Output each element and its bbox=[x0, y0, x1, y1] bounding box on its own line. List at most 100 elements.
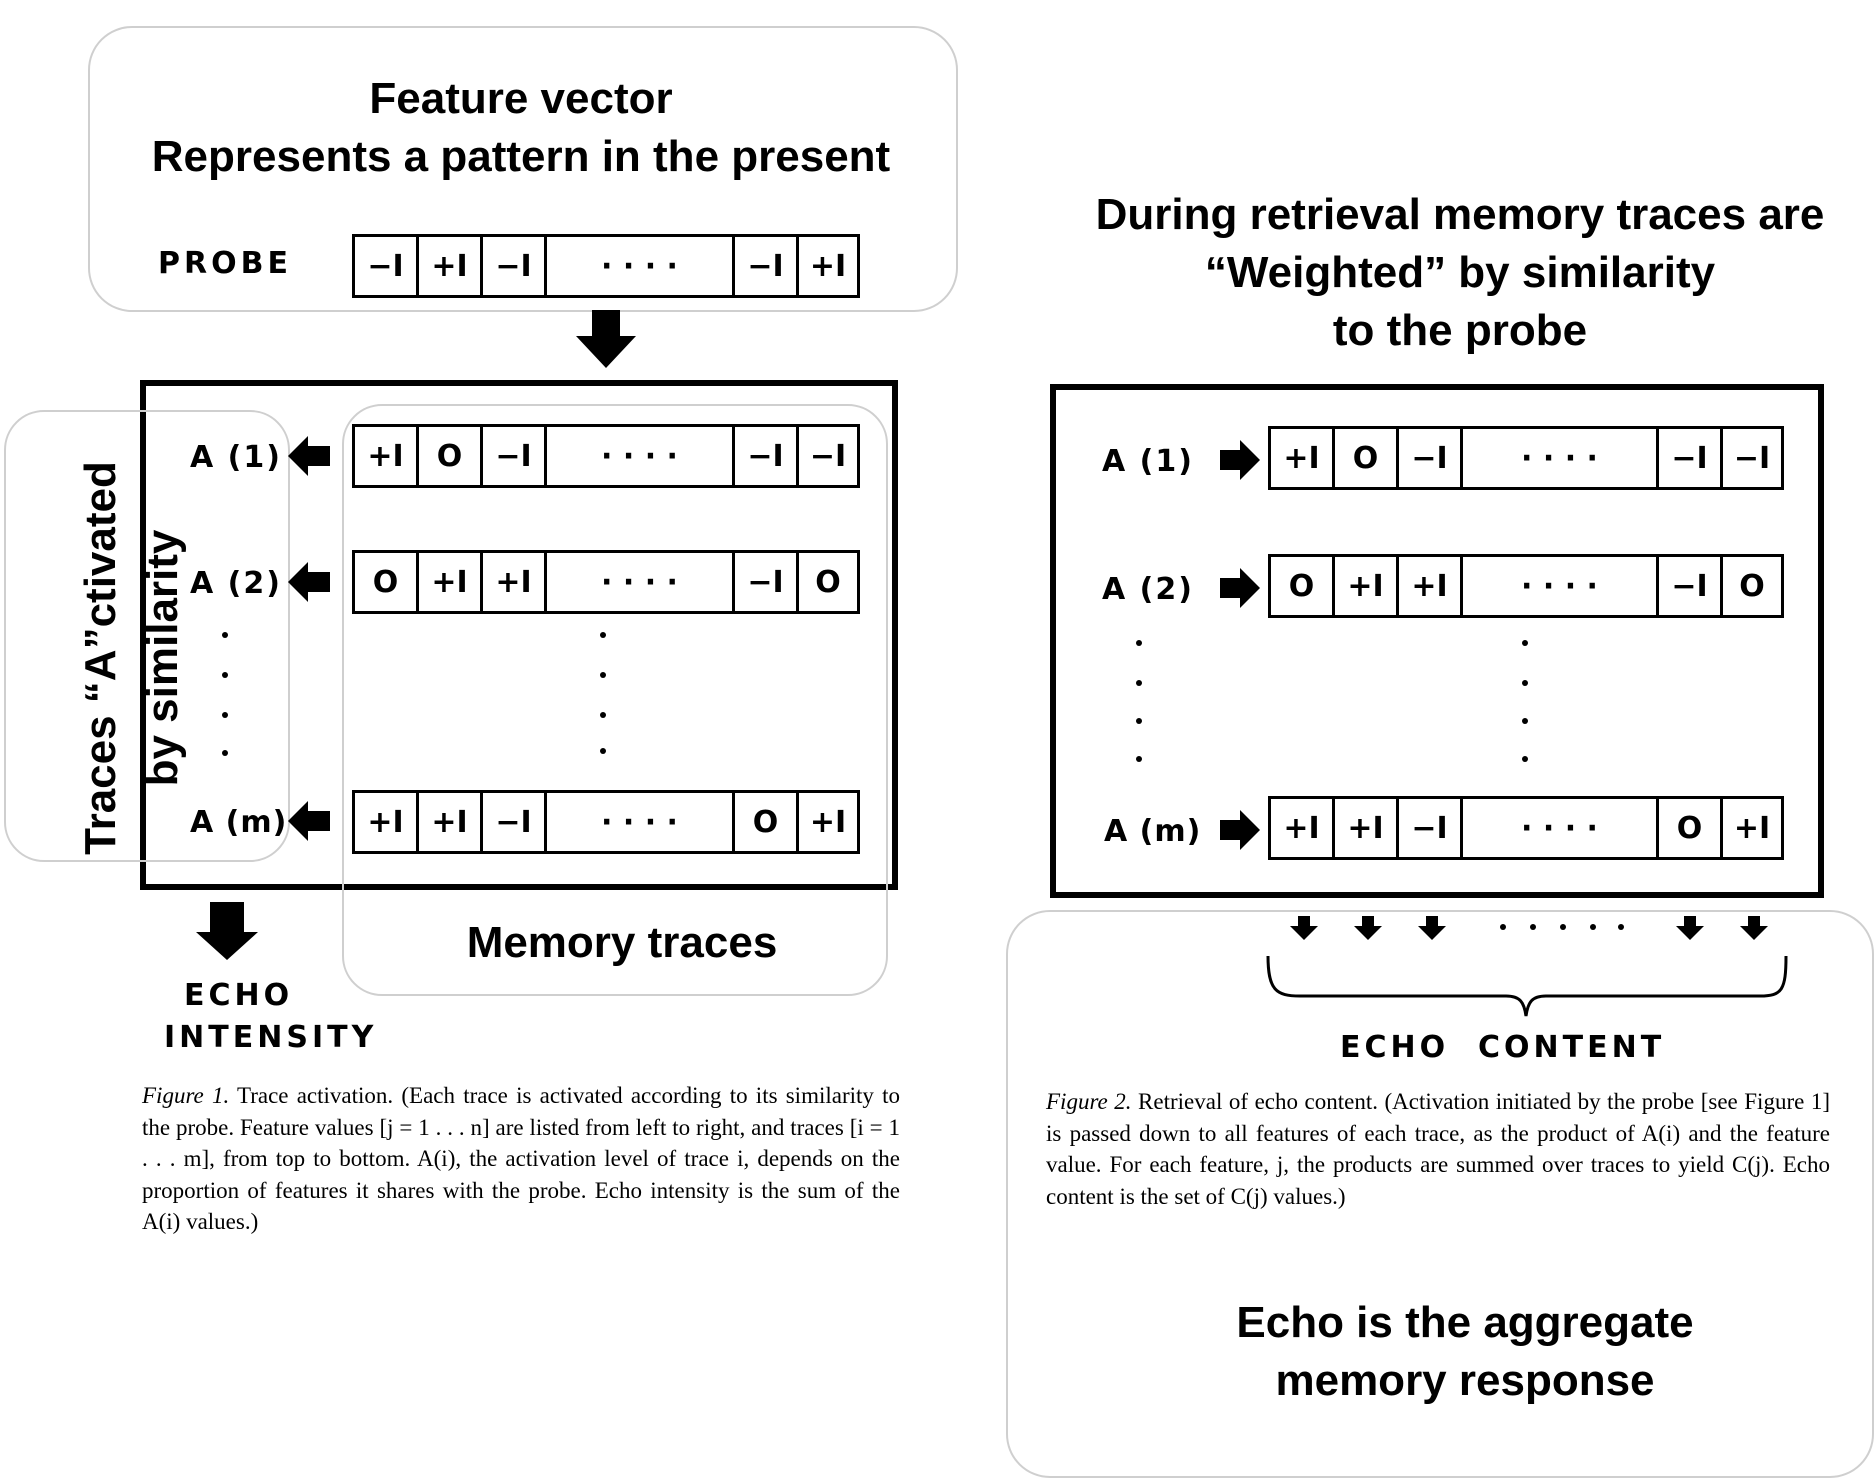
trace-cell: O bbox=[735, 793, 799, 851]
trace-cell: O bbox=[1335, 429, 1399, 487]
probe-cell: · · · · bbox=[547, 237, 735, 295]
down-arrow-icon bbox=[1740, 916, 1768, 940]
down-arrow-icon bbox=[1676, 916, 1704, 940]
traces-activated-callout bbox=[4, 410, 290, 862]
ellipsis-dot bbox=[600, 632, 606, 638]
trace-cell: +I bbox=[483, 553, 547, 611]
retrieval-title-line3: to the probe bbox=[1332, 306, 1588, 355]
probe-vector: −I +I −I · · · · −I +I bbox=[352, 234, 860, 298]
trace-vector-2-fig2: O +I +I · · · · −I O bbox=[1268, 554, 1784, 618]
down-arrow-icon bbox=[196, 902, 258, 960]
probe-cell: −I bbox=[355, 237, 419, 295]
probe-cell: −I bbox=[483, 237, 547, 295]
right-arrow-icon bbox=[1220, 440, 1260, 480]
ellipsis-dot bbox=[600, 748, 606, 754]
ellipsis-dot bbox=[1522, 756, 1528, 762]
trace-cell: −I bbox=[1659, 557, 1723, 615]
trace-cell: −I bbox=[735, 553, 799, 611]
ellipsis-dot bbox=[222, 750, 228, 756]
trace-cell: −I bbox=[735, 427, 799, 485]
trace-cell: O bbox=[419, 427, 483, 485]
right-arrow-icon bbox=[1220, 810, 1260, 850]
memory-matrix-box-fig2 bbox=[1050, 384, 1824, 898]
trace-cell: +I bbox=[1271, 799, 1335, 857]
down-arrow-icon bbox=[1418, 916, 1446, 940]
probe-cell: +I bbox=[809, 248, 847, 284]
trace-cell: · · · · bbox=[1463, 429, 1659, 487]
ellipsis-dot bbox=[1560, 924, 1566, 930]
memory-traces-label: Memory traces bbox=[466, 918, 778, 967]
down-arrow-icon bbox=[576, 310, 636, 368]
feature-vector-callout bbox=[88, 26, 958, 312]
trace-cell: +I bbox=[1335, 799, 1399, 857]
trace-cell: · · · · bbox=[547, 793, 735, 851]
trace-cell: −I bbox=[1659, 429, 1723, 487]
echo-callout bbox=[1006, 910, 1874, 1478]
trace-cell: −I bbox=[1733, 440, 1771, 476]
left-arrow-icon bbox=[288, 562, 330, 602]
trace-cell: +I bbox=[419, 793, 483, 851]
figure-1-caption: Figure 1. Trace activation. (Each trace … bbox=[142, 1080, 900, 1238]
ellipsis-dot bbox=[1136, 640, 1142, 646]
trace-cell: −I bbox=[1399, 429, 1463, 487]
retrieval-title-line2: “Weighted” by similarity bbox=[1204, 248, 1716, 297]
feature-vector-title: Feature vector Represents a pattern in t… bbox=[90, 70, 952, 186]
figure-2-caption-text: Retrieval of echo content. (Activation i… bbox=[1046, 1089, 1830, 1209]
ellipsis-dot bbox=[600, 672, 606, 678]
trace-cell: · · · · bbox=[547, 427, 735, 485]
echo-content-label: ECHO CONTENT bbox=[1340, 1030, 1666, 1065]
probe-label: PROBE bbox=[158, 246, 292, 281]
trace-cell: +I bbox=[1733, 810, 1771, 846]
ellipsis-dot bbox=[222, 712, 228, 718]
down-arrow-icon bbox=[1290, 916, 1318, 940]
ellipsis-dot bbox=[1136, 756, 1142, 762]
memory-traces-callout bbox=[342, 404, 888, 996]
row-label-a2: A (2) bbox=[190, 566, 282, 601]
ellipsis-dot bbox=[1522, 680, 1528, 686]
trace-vector-m-fig2: +I +I −I · · · · O +I bbox=[1268, 796, 1784, 860]
curly-brace bbox=[1266, 955, 1788, 1017]
right-arrow-icon bbox=[1220, 568, 1260, 608]
ellipsis-dot bbox=[1136, 680, 1142, 686]
row-label-a1: A (1) bbox=[190, 440, 282, 475]
feature-vector-title-line2: Represents a pattern in the present bbox=[151, 132, 891, 181]
figure-2-caption: Figure 2. Retrieval of echo content. (Ac… bbox=[1046, 1086, 1830, 1212]
feature-vector-title-line1: Feature vector bbox=[369, 74, 673, 123]
trace-cell: O bbox=[1739, 568, 1765, 604]
down-arrow-icon bbox=[1354, 916, 1382, 940]
ellipsis-dot bbox=[222, 632, 228, 638]
trace-cell: · · · · bbox=[1463, 799, 1659, 857]
echo-aggregate-line1: Echo is the aggregate bbox=[1236, 1298, 1694, 1347]
trace-cell: O bbox=[815, 564, 841, 600]
ellipsis-dot bbox=[1136, 718, 1142, 724]
trace-cell: −I bbox=[1399, 799, 1463, 857]
ellipsis-dot bbox=[1618, 924, 1624, 930]
probe-cell: +I bbox=[419, 237, 483, 295]
trace-cell: O bbox=[1271, 557, 1335, 615]
trace-vector-1-fig2: +I O −I · · · · −I −I bbox=[1268, 426, 1784, 490]
ellipsis-dot bbox=[1590, 924, 1596, 930]
figure-1-caption-text: Trace activation. (Each trace is activat… bbox=[142, 1083, 900, 1234]
ellipsis-dot bbox=[222, 672, 228, 678]
figure-1-caption-label: Figure 1. bbox=[142, 1083, 230, 1108]
trace-cell: −I bbox=[483, 427, 547, 485]
trace-cell: +I bbox=[1335, 557, 1399, 615]
row-label-a1-fig2: A (1) bbox=[1102, 444, 1194, 479]
row-label-am-fig2: A (m) bbox=[1104, 814, 1202, 849]
memory-matrix-box-fig1 bbox=[140, 380, 898, 890]
trace-cell: +I bbox=[355, 427, 419, 485]
trace-cell: +I bbox=[1399, 557, 1463, 615]
trace-cell: −I bbox=[483, 793, 547, 851]
retrieval-title-line1: During retrieval memory traces are bbox=[1095, 190, 1825, 239]
trace-cell: −I bbox=[809, 438, 847, 474]
figure-2-caption-label: Figure 2. bbox=[1046, 1089, 1132, 1114]
ellipsis-dot bbox=[1500, 924, 1506, 930]
trace-cell: O bbox=[355, 553, 419, 611]
trace-cell: O bbox=[1659, 799, 1723, 857]
trace-cell: +I bbox=[355, 793, 419, 851]
echo-aggregate-line2: memory response bbox=[1275, 1356, 1655, 1405]
trace-cell: +I bbox=[419, 553, 483, 611]
probe-cell: −I bbox=[735, 237, 799, 295]
retrieval-title: During retrieval memory traces are “Weig… bbox=[1050, 186, 1870, 360]
